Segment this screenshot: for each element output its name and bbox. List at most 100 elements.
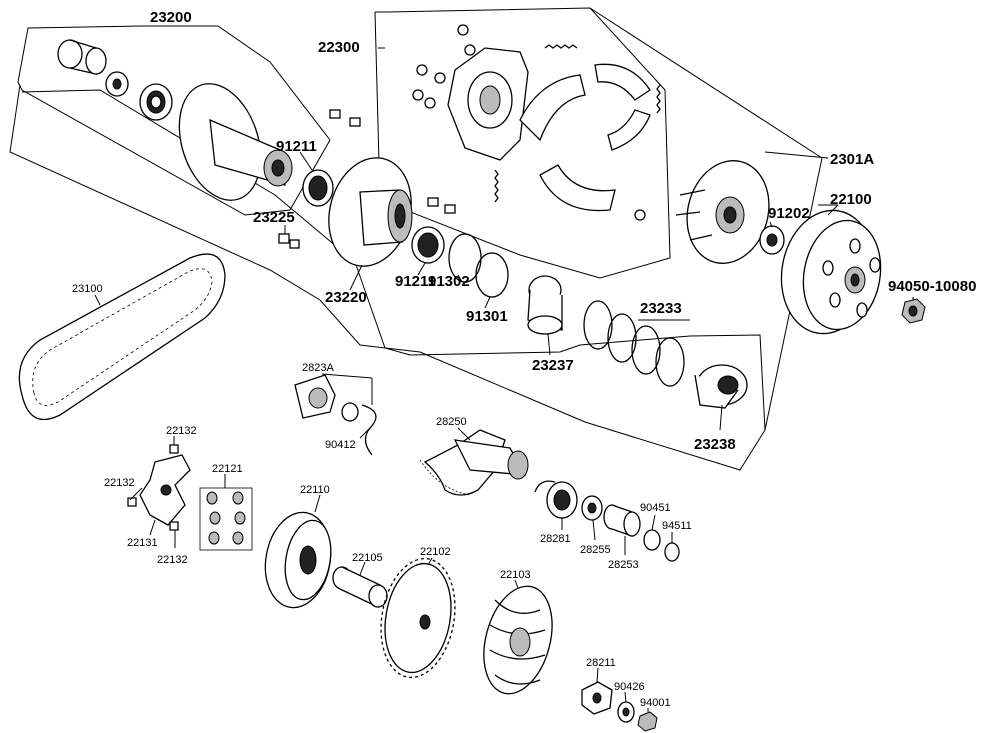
washer-hole xyxy=(112,78,122,90)
stud-1 xyxy=(679,189,706,196)
ratchet-28211-hole xyxy=(592,692,602,704)
label-22132-top: 22132 xyxy=(166,425,197,437)
slider-guide-3 xyxy=(169,521,179,531)
clutch-shoe-1 xyxy=(519,74,586,142)
roller-5 xyxy=(208,531,220,545)
clutch-shoe-3 xyxy=(539,164,616,212)
fan-blade-4 xyxy=(494,674,541,685)
clutch-shoe-2 xyxy=(594,63,651,101)
clutch-spring-top xyxy=(544,44,578,49)
part-22110-drive-face xyxy=(264,511,332,609)
part-91202-nut xyxy=(759,225,785,255)
label-23225: 23225 xyxy=(253,209,295,226)
leader-2301A xyxy=(764,151,829,159)
rollers-box xyxy=(199,487,253,551)
label-94001: 94001 xyxy=(640,697,671,709)
label-23100: 23100 xyxy=(72,283,103,295)
label-28281: 28281 xyxy=(540,533,571,545)
clutch-spring-left xyxy=(494,169,499,203)
label-91302: 91302 xyxy=(428,273,470,290)
part-23238-seat xyxy=(694,364,748,409)
part-23220-driven-face xyxy=(328,157,413,267)
seal-91211-upper-inner xyxy=(308,175,328,201)
clutch-shoe-4 xyxy=(607,109,651,151)
part-22121-rollers xyxy=(199,487,253,551)
label-94511: 94511 xyxy=(662,520,692,532)
label-22132-left: 22132 xyxy=(104,477,135,489)
part-2823A-kickstarter xyxy=(294,374,377,456)
label-28253: 28253 xyxy=(608,559,639,571)
bushing-end xyxy=(85,47,107,75)
nut-2 xyxy=(464,44,476,56)
clutch-bell-face xyxy=(802,219,882,331)
leader-23237 xyxy=(547,333,551,356)
clutch-drive-plate-bore xyxy=(723,206,737,224)
spring-coil-2 xyxy=(607,313,637,363)
fan-blade-1 xyxy=(494,599,541,614)
clutch-bell-hole-3 xyxy=(869,257,881,273)
leader-28250 xyxy=(457,427,471,441)
leader-23100 xyxy=(94,294,101,306)
bushing-28253-end-2 xyxy=(623,511,641,537)
part-22105-collar xyxy=(332,566,388,608)
fan-hub xyxy=(509,627,531,657)
leader-90426 xyxy=(624,691,627,703)
label-91202: 91202 xyxy=(768,205,810,222)
label-23220: 23220 xyxy=(325,289,367,306)
leader-28211 xyxy=(596,667,599,683)
label-28255: 28255 xyxy=(580,544,611,556)
part-22100-clutch-bell xyxy=(780,209,882,335)
seat-body xyxy=(694,374,739,409)
part-23237-collar xyxy=(527,275,563,335)
outline-23200 xyxy=(17,25,331,216)
washer-90451 xyxy=(643,529,661,551)
spring-coil-4 xyxy=(655,337,685,387)
label-22105: 22105 xyxy=(352,552,383,564)
clutch-bell-hole-1 xyxy=(849,238,861,254)
washer-90426-hole xyxy=(622,707,630,717)
part-23200-assembly xyxy=(57,39,293,201)
label-23238: 23238 xyxy=(694,436,736,453)
collar-22105-end-2 xyxy=(368,584,388,608)
pin-5 xyxy=(427,197,439,207)
label-22110: 22110 xyxy=(300,484,330,496)
nut-3 xyxy=(416,64,428,76)
nut-91202-hole xyxy=(766,233,778,247)
kickstarter-washer xyxy=(341,402,359,422)
label-28211: 28211 xyxy=(586,657,616,669)
kick-shaft-spline xyxy=(507,450,529,480)
clutch-bell-hole-4 xyxy=(829,292,841,308)
part-94050-nut xyxy=(901,298,926,324)
stud-3 xyxy=(689,234,713,241)
stud-2 xyxy=(675,211,701,216)
label-23200: 23200 xyxy=(150,9,192,26)
label-22300: 22300 xyxy=(318,39,360,56)
leader-90412 xyxy=(359,427,371,439)
leader-90451 xyxy=(651,514,656,531)
drive-gear-disc xyxy=(384,562,452,674)
oring-91301 xyxy=(475,252,509,298)
drive-face-bore xyxy=(271,159,285,177)
label-90412: 90412 xyxy=(325,439,356,451)
leader-22131 xyxy=(149,519,156,536)
label-22103: 22103 xyxy=(500,569,531,581)
ramp-plate-hole xyxy=(160,484,172,496)
leader-91211a xyxy=(299,151,313,171)
outline-top-edge xyxy=(589,7,823,159)
pin-6 xyxy=(444,204,456,214)
label-91211-lower: 91211 xyxy=(395,273,436,290)
leader-22105 xyxy=(359,561,366,576)
bushing-23200 xyxy=(57,39,83,69)
part-22131-ramp-plate xyxy=(127,444,191,531)
nut-94050-hole xyxy=(908,305,918,317)
leader-91301 xyxy=(484,296,491,309)
pin-4 xyxy=(289,239,300,249)
roller-6 xyxy=(232,531,244,545)
leader-22132b xyxy=(129,487,143,501)
kickstarter-clip xyxy=(361,404,377,456)
label-91301: 91301 xyxy=(466,308,508,325)
label-23237: 23237 xyxy=(532,357,574,374)
part-23233-spring xyxy=(583,300,685,387)
kick-spring-hook xyxy=(534,480,556,493)
nut-1 xyxy=(457,24,469,36)
